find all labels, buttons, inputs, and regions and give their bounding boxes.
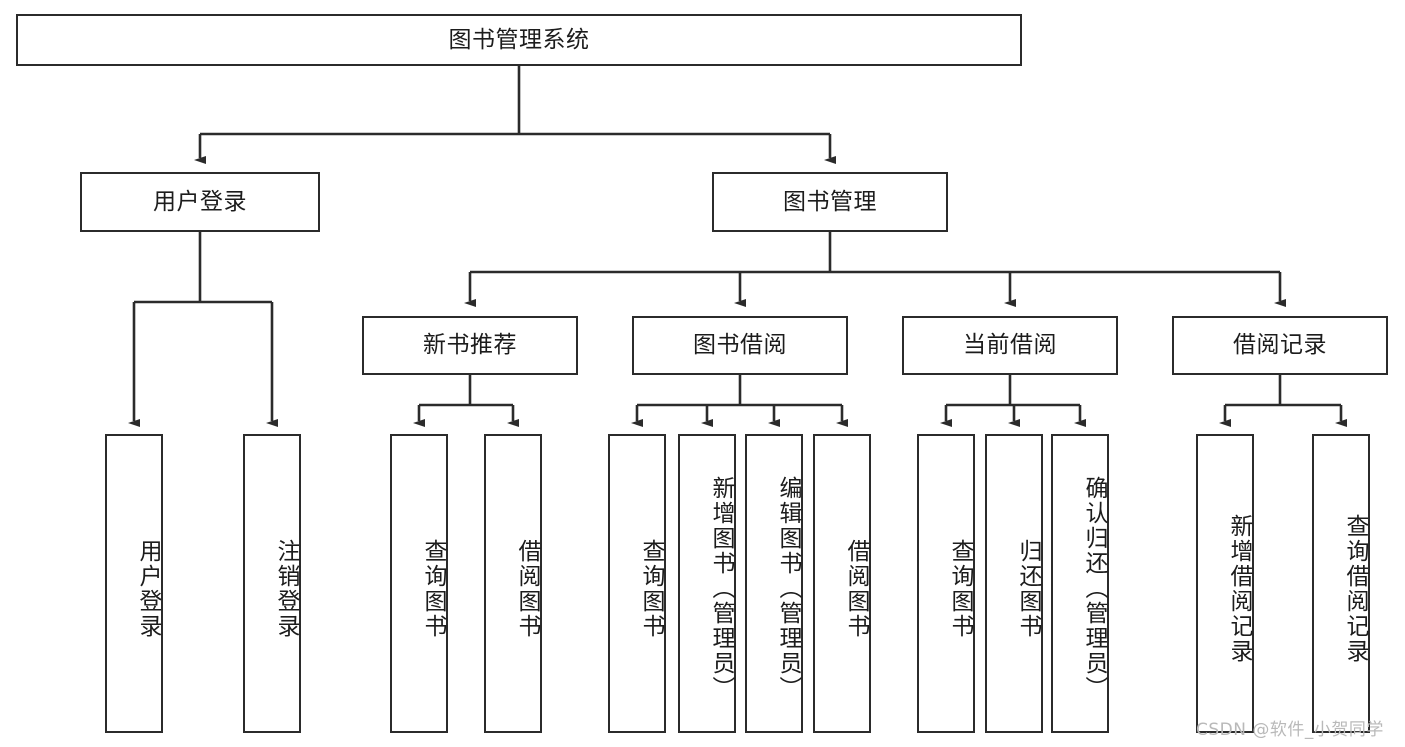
node-label: 编辑图书（管理员） bbox=[775, 476, 801, 701]
node-leaf-user-login[interactable]: 用户登录 bbox=[105, 434, 163, 733]
node-label: 确认归还（管理员） bbox=[1081, 476, 1107, 701]
node-book-manage[interactable]: 图书管理 bbox=[712, 172, 948, 232]
node-leaf-add-borrow-record[interactable]: 新增借阅记录 bbox=[1196, 434, 1254, 733]
node-label: 用户登录 bbox=[153, 188, 247, 215]
node-label: 归还图书 bbox=[1015, 538, 1041, 639]
node-label: 查询图书 bbox=[638, 538, 664, 639]
node-current-borrow[interactable]: 当前借阅 bbox=[902, 316, 1118, 375]
node-leaf-confirm-return[interactable]: 确认归还（管理员） bbox=[1051, 434, 1109, 733]
node-label: 新书推荐 bbox=[423, 332, 517, 359]
node-label: 借阅图书 bbox=[514, 538, 540, 639]
node-leaf-edit-book[interactable]: 编辑图书（管理员） bbox=[745, 434, 803, 733]
node-label: 当前借阅 bbox=[963, 332, 1057, 359]
node-label: 图书管理 bbox=[783, 188, 877, 215]
node-label: 查询借阅记录 bbox=[1342, 513, 1368, 664]
node-label: 注销登录 bbox=[273, 538, 299, 639]
node-label: 用户登录 bbox=[135, 538, 161, 639]
node-leaf-borrow-book-1[interactable]: 借阅图书 bbox=[484, 434, 542, 733]
node-label: 图书借阅 bbox=[693, 332, 787, 359]
node-leaf-logout-login[interactable]: 注销登录 bbox=[243, 434, 301, 733]
node-leaf-query-book-3[interactable]: 查询图书 bbox=[917, 434, 975, 733]
node-label: 新增图书（管理员） bbox=[708, 476, 734, 701]
node-label: 借阅记录 bbox=[1233, 332, 1327, 359]
node-leaf-borrow-book-2[interactable]: 借阅图书 bbox=[813, 434, 871, 733]
node-leaf-return-book[interactable]: 归还图书 bbox=[985, 434, 1043, 733]
node-new-book-recommend[interactable]: 新书推荐 bbox=[362, 316, 578, 375]
csdn-watermark: CSDN @软件_小贺同学 bbox=[1196, 720, 1384, 740]
node-leaf-query-borrow-record[interactable]: 查询借阅记录 bbox=[1312, 434, 1370, 733]
node-label: 新增借阅记录 bbox=[1226, 513, 1252, 664]
node-leaf-query-book-2[interactable]: 查询图书 bbox=[608, 434, 666, 733]
node-borrow-record[interactable]: 借阅记录 bbox=[1172, 316, 1388, 375]
node-user-login[interactable]: 用户登录 bbox=[80, 172, 320, 232]
node-label: 图书管理系统 bbox=[448, 26, 590, 53]
node-book-borrow[interactable]: 图书借阅 bbox=[632, 316, 848, 375]
node-leaf-add-book[interactable]: 新增图书（管理员） bbox=[678, 434, 736, 733]
node-label: 查询图书 bbox=[420, 538, 446, 639]
node-label: 查询图书 bbox=[947, 538, 973, 639]
node-leaf-query-book-1[interactable]: 查询图书 bbox=[390, 434, 448, 733]
node-root-book-management-system[interactable]: 图书管理系统 bbox=[16, 14, 1022, 66]
node-label: 借阅图书 bbox=[843, 538, 869, 639]
